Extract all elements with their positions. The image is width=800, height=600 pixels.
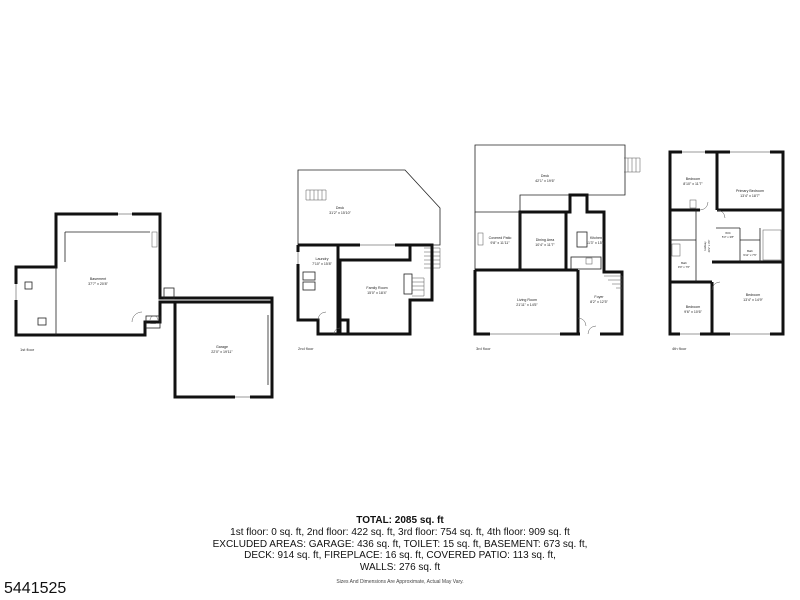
room-patio-name: Covered Patio [489,236,512,240]
room-family-name: Family Room [366,286,387,290]
room-bath-a-name: Bath [747,249,753,253]
room-deck3-dims: 42'1" x 19'6" [535,179,555,183]
floor-1-label: 1st floor [20,347,35,352]
disclaimer: Sizes And Dimensions Are Approximate, Ac… [336,579,464,585]
room-bedroom-b-name: Bedroom [686,305,701,309]
room-bedroom-c-dims: 13'4" x 14'9" [743,298,763,302]
room-laundry-name: Laundry [316,257,329,261]
room-bedroom-c-name: Bedroom [746,293,761,297]
floor-2-plan: Deck 31'2" x 15'10" Laundry 7'10" x 15'8… [296,169,441,351]
room-dining-name: Dining Area [536,238,555,242]
room-foyer-name: Foyer [594,295,604,299]
room-wic-dims: 5'3" x 3'8" [722,235,734,239]
total-area: TOTAL: 2085 sq. ft [356,515,444,526]
floor-4-label: 4th floor [672,346,687,351]
room-deck2-dims: 31'2" x 15'10" [329,211,351,215]
room-hallway-name: Hallway [703,241,707,251]
room-bath-b-name: Bath [681,261,687,265]
floor-2-label: 2nd floor [298,346,314,351]
walls-area-line: WALLS: 276 sq. ft [359,561,441,573]
excluded-areas-line: EXCLUDED AREAS: GARAGE: 436 sq. ft, TOIL… [212,538,588,550]
room-bedroom-a-dims: 8'10" x 11'7" [683,182,703,186]
room-family-dims: 15'0" x 18'4" [367,291,387,295]
listing-id: 5441525 [4,580,67,597]
room-wic-name: WIC [725,231,730,235]
room-kitchen-dims: 11'3" x 15'8" [586,241,606,245]
floor-4-plan: Bedroom 8'10" x 11'7" Primary Bedroom 13… [668,150,785,351]
room-basement-name: Basement [90,277,106,281]
room-foyer-dims: 8'2" x 12'5" [590,300,608,304]
room-primary-name: Primary Bedroom [736,189,764,193]
room-garage-name: Garage [216,345,228,349]
room-bath-a-dims: 9'11" x 7'6" [743,253,757,257]
room-garage-dims: 22'0" x 19'11" [211,350,233,354]
excluded-areas-line-2: DECK: 914 sq. ft, FIREPLACE: 16 sq. ft, … [244,550,556,561]
room-living-name: Living Room [517,298,537,302]
room-kitchen-name: Kitchen [590,236,602,240]
room-dining-dims: 10'4" x 11'7" [535,243,555,247]
room-deck3-name: Deck [541,174,549,178]
room-basement-dims: 37'7" x 20'8" [88,282,108,286]
floor-areas-line: 1st floor: 0 sq. ft, 2nd floor: 422 sq. … [230,527,570,538]
room-patio-dims: 9'8" x 11'11" [490,241,510,245]
room-bedroom-a-name: Bedroom [686,177,701,181]
room-primary-dims: 13'4" x 18'7" [740,194,760,198]
floor-3-label: 3rd floor [476,346,491,351]
room-deck2-name: Deck [336,206,344,210]
room-hallway-dims: 23'2" x 3'0" [707,240,711,253]
floor-3-plan: Deck 42'1" x 19'6" Covered Patio 9'8" x … [473,144,641,351]
room-living-dims: 21'11" x 14'5" [516,303,538,307]
room-laundry-dims: 7'10" x 15'8" [312,262,332,266]
floor-1-plan: Basement 37'7" x 20'8" Garage 22'0" x 19… [14,212,274,399]
room-bedroom-b-dims: 9'6" x 10'6" [684,310,702,314]
room-bath-b-dims: 9'0" x 7'6" [678,265,690,269]
room-toilet-name: Toilet [150,322,156,325]
